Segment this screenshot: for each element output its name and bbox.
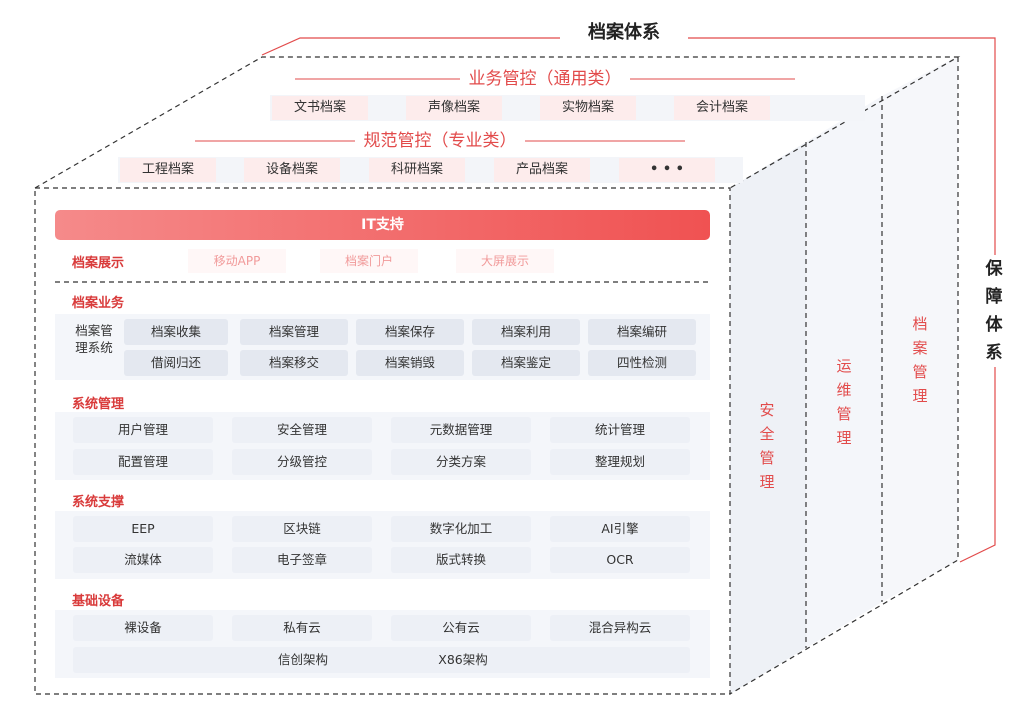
side-panel-archive-label: 档案管理 [912, 315, 928, 405]
syssupport-label: 系统支撑 [72, 495, 125, 510]
infra-arch-item: X86架构 [438, 652, 488, 667]
syssupport-item: 流媒体 [73, 547, 213, 573]
sysmgmt-item: 整理规划 [550, 449, 690, 475]
business-system-label: 档案管理系统 [75, 323, 113, 355]
sysmgmt-item: 分类方案 [391, 449, 531, 475]
general-item: 实物档案 [540, 96, 636, 120]
infra-label: 基础设备 [72, 594, 125, 609]
side-panel-security-bg [730, 142, 806, 694]
sysmgmt-item: 安全管理 [232, 417, 372, 443]
business-item: 档案收集 [124, 319, 228, 345]
business-item: 档案销毁 [356, 350, 464, 376]
business-item: 档案保存 [356, 319, 464, 345]
side-panel-security-label: 安全管理 [759, 401, 775, 491]
general-item: 会计档案 [674, 96, 770, 120]
syssupport-item: OCR [550, 547, 690, 573]
syssupport-item: 版式转换 [391, 547, 531, 573]
infra-arch-bar: 信创架构 X86架构 [73, 647, 690, 673]
cube-right-edge [729, 57, 959, 695]
special-header: 规范管控（专业类） [355, 130, 525, 152]
special-item: 科研档案 [369, 158, 465, 182]
general-item: 文书档案 [272, 96, 368, 120]
guarantee-title: 保障体系 [981, 255, 1007, 367]
business-label: 档案业务 [72, 296, 125, 311]
sysmgmt-item: 用户管理 [73, 417, 213, 443]
business-item: 档案鉴定 [472, 350, 580, 376]
sysmgmt-item: 元数据管理 [391, 417, 531, 443]
display-item: 档案门户 [320, 249, 418, 273]
syssupport-item: 数字化加工 [391, 516, 531, 542]
special-item: 设备档案 [244, 158, 340, 182]
business-item: 档案管理 [240, 319, 348, 345]
syssupport-item: EEP [73, 516, 213, 542]
business-item: 借阅归还 [124, 350, 228, 376]
syssupport-item: 电子签章 [232, 547, 372, 573]
infra-item: 公有云 [391, 615, 531, 641]
sysmgmt-label: 系统管理 [72, 397, 125, 412]
sysmgmt-item: 统计管理 [550, 417, 690, 443]
cube-front-face [34, 187, 731, 695]
sysmgmt-item: 分级管控 [232, 449, 372, 475]
business-item: 四性检测 [588, 350, 696, 376]
side-panel-archive-bg [882, 56, 958, 602]
infra-item: 混合异构云 [550, 615, 690, 641]
sysmgmt-item: 配置管理 [73, 449, 213, 475]
general-header: 业务管控（通用类） [460, 68, 630, 90]
infra-item: 裸设备 [73, 615, 213, 641]
cube-top-edge [34, 56, 961, 189]
display-label: 档案展示 [72, 256, 125, 271]
display-item: 大屏展示 [456, 249, 554, 273]
system-title: 档案体系 [560, 20, 688, 46]
business-item: 档案利用 [472, 319, 580, 345]
syssupport-item: AI引擎 [550, 516, 690, 542]
special-item: 产品档案 [494, 158, 590, 182]
display-item: 移动APP [188, 249, 286, 273]
special-item: 工程档案 [120, 158, 216, 182]
side-panel-ops-bg [806, 96, 882, 648]
syssupport-item: 区块链 [232, 516, 372, 542]
it-support-bar: IT支持 [55, 210, 710, 240]
infra-arch-item: 信创架构 [277, 652, 328, 667]
side-panel-ops-label: 运维管理 [836, 357, 852, 447]
business-item: 档案编研 [588, 319, 696, 345]
business-item: 档案移交 [240, 350, 348, 376]
infra-item: 私有云 [232, 615, 372, 641]
general-item: 声像档案 [406, 96, 502, 120]
special-item-more: • • • [619, 158, 715, 182]
